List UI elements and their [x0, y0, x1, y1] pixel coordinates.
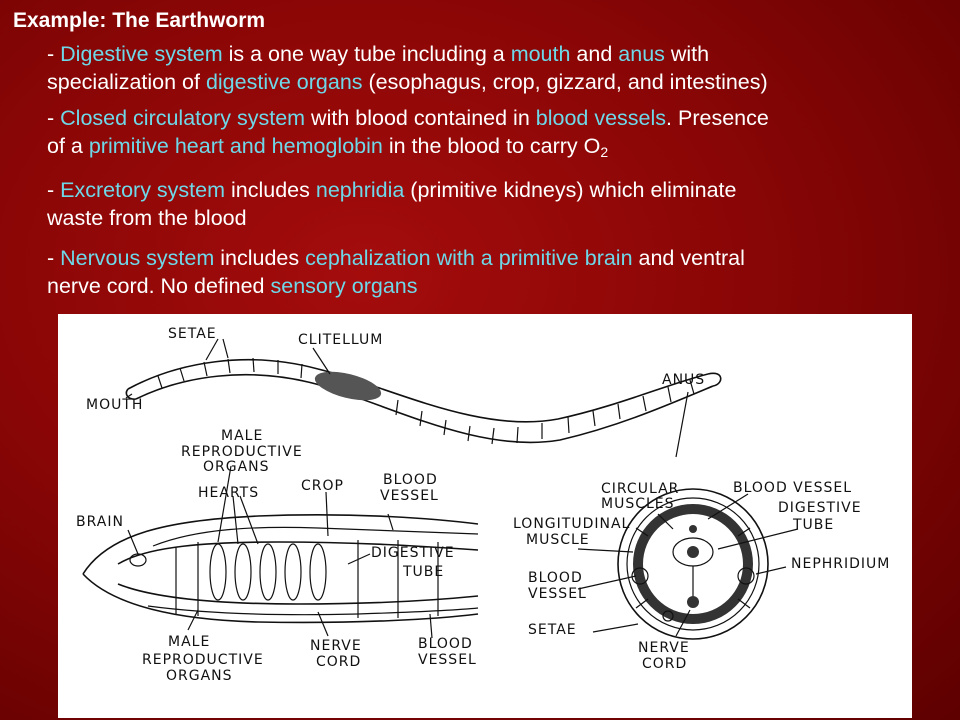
- label-blood-vessel-bottom-2: VESSEL: [418, 652, 477, 668]
- label-male-repro-bottom-1: MALE: [168, 634, 210, 650]
- highlight-closed-circulatory: Closed circulatory system: [60, 106, 306, 130]
- label-nerve-cord-2: CORD: [316, 654, 361, 670]
- label-brain: BRAIN: [76, 514, 124, 530]
- label-circular-muscles-2: MUSCLES: [601, 496, 675, 512]
- label-digestive-tube-xs-2: TUBE: [792, 517, 834, 533]
- label-male-repro-bottom-2: REPRODUCTIVE: [142, 652, 264, 668]
- label-nerve-cord-1: NERVE: [310, 638, 362, 654]
- highlight-sensory-organs: sensory organs: [270, 274, 418, 298]
- cross-section-drawing: [577, 488, 799, 640]
- label-blood-vessel-xs: BLOOD VESSEL: [733, 480, 852, 496]
- highlight-mouth: mouth: [510, 42, 571, 66]
- label-digestive-tube-2: TUBE: [402, 564, 444, 580]
- label-nephridium: NEPHRIDIUM: [791, 556, 890, 572]
- label-blood-vessel-top-2: VESSEL: [380, 488, 439, 504]
- label-blood-vessel-left-2: VESSEL: [528, 586, 587, 602]
- label-digestive-tube-1: DIGESTIVE: [371, 545, 455, 561]
- label-male-repro-top-2: REPRODUCTIVE: [181, 444, 303, 460]
- highlight-excretory-system: Excretory system: [60, 178, 226, 202]
- longitudinal-section-drawing: [82, 465, 479, 639]
- highlight-cephalization: cephalization with a primitive brain: [305, 246, 633, 270]
- label-clitellum: CLITELLUM: [298, 332, 383, 348]
- label-hearts: HEARTS: [198, 485, 259, 501]
- highlight-primitive-heart: primitive heart and hemoglobin: [88, 134, 383, 158]
- label-setae-xs: SETAE: [528, 622, 577, 638]
- label-blood-vessel-top-1: BLOOD: [383, 472, 438, 488]
- label-nerve-cord-xs-1: NERVE: [638, 640, 690, 656]
- label-blood-vessel-bottom-1: BLOOD: [418, 636, 473, 652]
- slide-title: Example: The Earthworm: [13, 9, 266, 32]
- label-mouth: MOUTH: [86, 397, 143, 413]
- bullet-circulatory: - Closed circulatory system with blood c…: [47, 106, 769, 160]
- label-male-repro-top-3: ORGANS: [203, 459, 270, 475]
- highlight-nervous-system: Nervous system: [60, 246, 215, 270]
- earthworm-diagram: SETAE CLITELLUM MOUTH ANUS: [58, 314, 912, 718]
- highlight-nephridia: nephridia: [315, 178, 405, 202]
- whole-worm-drawing: [125, 338, 722, 458]
- label-male-repro-bottom-3: ORGANS: [166, 668, 233, 684]
- highlight-blood-vessels: blood vessels: [535, 106, 667, 130]
- label-nerve-cord-xs-2: CORD: [642, 656, 687, 672]
- bullet-nervous: - Nervous system includes cephalization …: [47, 246, 745, 298]
- label-anus: ANUS: [662, 372, 705, 388]
- bullet-digestive: - Digestive system is a one way tube inc…: [47, 42, 768, 94]
- label-circular-muscles-1: CIRCULAR: [601, 481, 679, 497]
- bullet-excretory: - Excretory system includes nephridia (p…: [47, 178, 737, 230]
- label-male-repro-top-1: MALE: [221, 428, 263, 444]
- label-setae-top: SETAE: [168, 326, 217, 342]
- label-longitudinal-muscle-1: LONGITUDINAL: [513, 516, 630, 532]
- highlight-digestive-organs: digestive organs: [205, 70, 363, 94]
- earthworm-diagram-svg: SETAE CLITELLUM MOUTH ANUS: [76, 326, 890, 684]
- highlight-anus: anus: [618, 42, 665, 66]
- label-blood-vessel-left-1: BLOOD: [528, 570, 583, 586]
- label-digestive-tube-xs-1: DIGESTIVE: [778, 500, 862, 516]
- highlight-digestive-system: Digestive system: [60, 42, 223, 66]
- label-longitudinal-muscle-2: MUSCLE: [526, 532, 590, 548]
- label-crop: CROP: [301, 478, 344, 494]
